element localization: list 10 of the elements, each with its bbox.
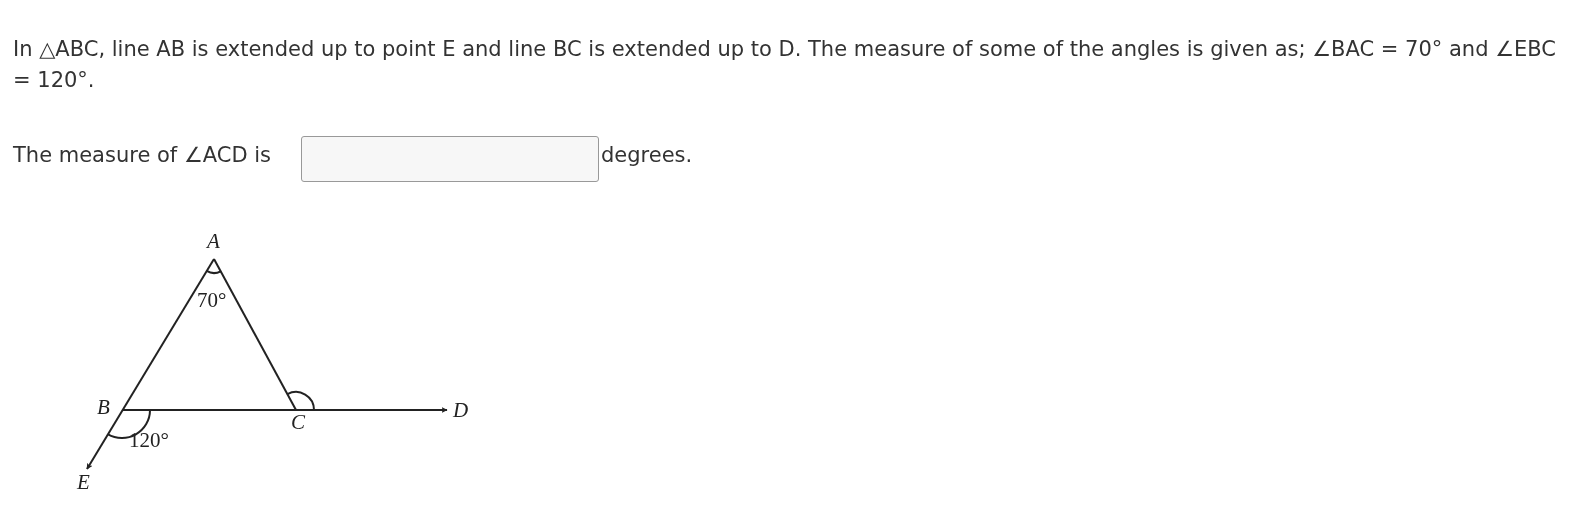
point-label: D bbox=[453, 400, 469, 421]
question-text: degrees. bbox=[601, 143, 693, 167]
question-text: The measure of ∠ACD is bbox=[13, 143, 272, 167]
point-label: A bbox=[207, 231, 220, 252]
point-label: B bbox=[97, 397, 110, 418]
problem-text: In △ABC, line AB is extended up to point E and line BC is extended up to D. The measure of some of the angles is given as; ∠BAC = 70° and ∠EBC = 120°. bbox=[13, 36, 1557, 94]
point-label: E bbox=[77, 472, 90, 493]
point-label: C bbox=[291, 412, 305, 433]
angle-label: 70° bbox=[197, 290, 227, 311]
angle-label: 120° bbox=[129, 430, 169, 451]
